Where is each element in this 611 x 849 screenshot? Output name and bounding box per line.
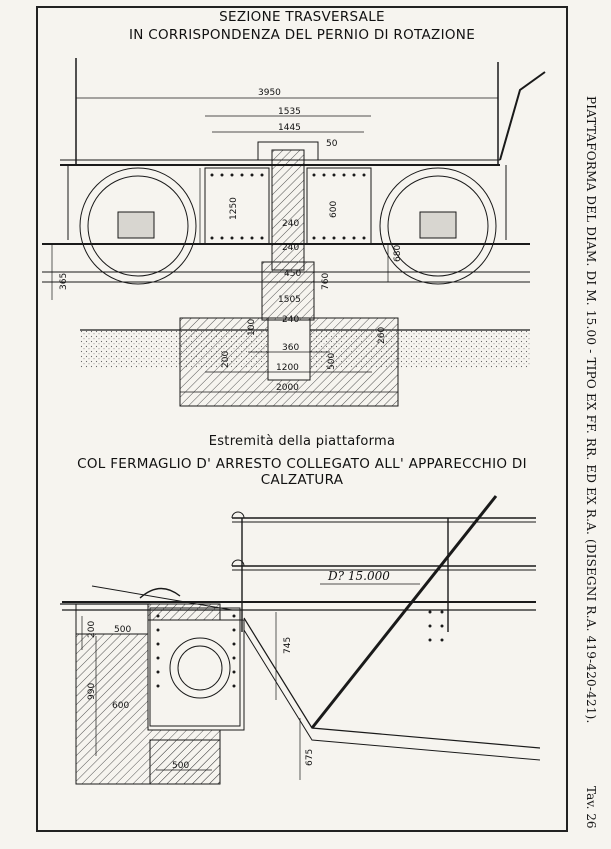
dim-500: 500: [327, 353, 337, 370]
dim-b-675: 675: [305, 749, 315, 766]
right-girder: [306, 167, 372, 245]
bottom-section-title: Estremità della piattaforma: [208, 434, 396, 449]
left-wheel: [79, 167, 197, 285]
dim-1535: 1535: [278, 107, 301, 117]
top-section-title: SEZIONE TRASVERSALE: [219, 9, 385, 25]
plate-number: Tav. 26: [584, 786, 598, 829]
brake-lever: [310, 495, 498, 729]
dim-b-990: 990: [87, 683, 97, 700]
right-wheel: [379, 167, 497, 285]
side-caption: PIATTAFORMA DEL DIAM. DI M. 15.00 - TIPO…: [584, 96, 598, 724]
dim-b-600: 600: [112, 701, 129, 711]
dim-1445: 1445: [278, 123, 301, 133]
dim-b-500-b: 500: [172, 761, 189, 771]
dim-b-745: 745: [283, 637, 293, 654]
dim-3950: 3950: [258, 88, 281, 98]
dim-diameter: D? 15.000: [327, 569, 390, 583]
plate-frame: [36, 6, 568, 832]
dim-1200: 1200: [276, 363, 299, 373]
bottom-section-subtitle: COL FERMAGLIO D' ARRESTO COLLEGATO ALL' …: [77, 456, 527, 488]
dim-240-b: 240: [282, 243, 299, 253]
dim-450: 450: [284, 269, 301, 279]
dim-365: 365: [59, 273, 69, 290]
dim-50: 50: [326, 139, 338, 149]
dim-1505: 1505: [278, 295, 301, 305]
dim-2000: 2000: [276, 383, 299, 393]
dim-360: 360: [282, 343, 299, 353]
dim-260: 260: [377, 327, 387, 344]
dim-200: 200: [221, 351, 231, 368]
dim-1250: 1250: [229, 197, 239, 220]
dim-600: 600: [329, 201, 339, 218]
dim-680: 680: [393, 245, 403, 262]
dim-240-a: 240: [282, 219, 299, 229]
dim-240-c: 240: [282, 315, 299, 325]
dim-100: 100: [247, 319, 257, 336]
dim-b-500-a: 500: [114, 625, 131, 635]
top-section-subtitle: IN CORRISPONDENZA DEL PERNIO DI ROTAZION…: [128, 27, 476, 43]
dim-760: 760: [321, 273, 331, 290]
dim-b-200: 200: [87, 621, 97, 638]
